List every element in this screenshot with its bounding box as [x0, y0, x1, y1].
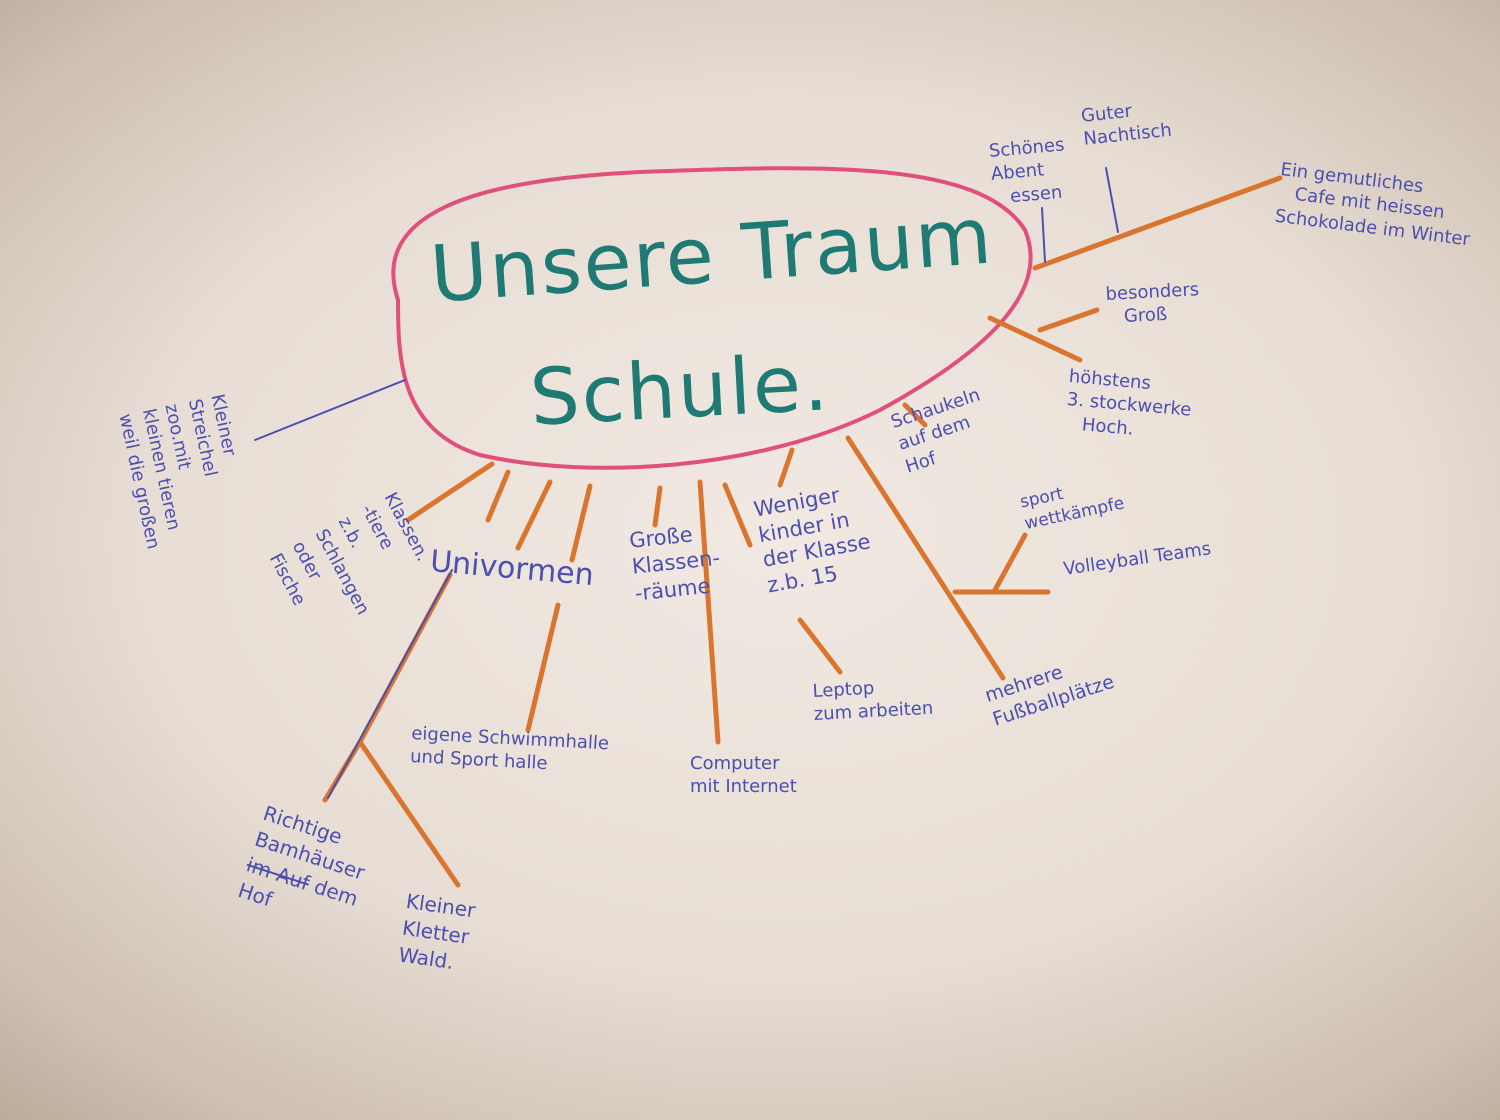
branch-cafe [1032, 175, 1283, 271]
node-weniger-kinder: Weniger kinder in der Klasse z.b. 15 [752, 482, 873, 598]
branch-fussball [845, 435, 1006, 681]
branch-schaukeln [902, 402, 928, 428]
branch-laptop [797, 617, 843, 675]
branch-laptop-top [722, 482, 753, 548]
branch-hoechstens [987, 315, 1083, 363]
node-schoenes-abendessen: Schönes Abent essen [988, 134, 1066, 209]
node-hoechstens: höhstens 3. stockwerke Hoch. [1064, 365, 1193, 440]
branch-besonders-gross [1037, 307, 1100, 333]
connector-baum [327, 569, 453, 799]
branch-weniger-kinder [777, 447, 795, 488]
node-kletterwald: Kleiner Kletter Wald. [397, 888, 477, 974]
node-computer: Computer mit Internet [690, 753, 797, 798]
branch-kletterwald [357, 739, 461, 888]
branch-univormen-a [515, 479, 553, 551]
branch-computer [697, 479, 721, 745]
branch-schwimmhalle [525, 602, 561, 733]
node-guter-nachtisch: Guter Nachtisch [1080, 100, 1173, 151]
title-line-2: Schule. [527, 338, 832, 444]
connector-nachtisch [1105, 167, 1119, 233]
branch-univormen-b [485, 469, 511, 523]
branch-klassentiere [405, 461, 495, 523]
connector-abendessen [1041, 207, 1046, 263]
branch-klassenraeume [652, 485, 663, 528]
central-bubble [391, 166, 1033, 470]
node-besonders-gross: besonders Groß [1105, 279, 1200, 329]
connector-streichelzoo [254, 379, 406, 441]
node-grosse-klassenraeume: Große Klassen- -räume [628, 522, 722, 606]
branch-schwimmhalle-top [569, 483, 593, 563]
branch-sport-wettkaempfe [992, 532, 1028, 593]
node-laptop: Leptop zum arbeiten [812, 677, 934, 726]
